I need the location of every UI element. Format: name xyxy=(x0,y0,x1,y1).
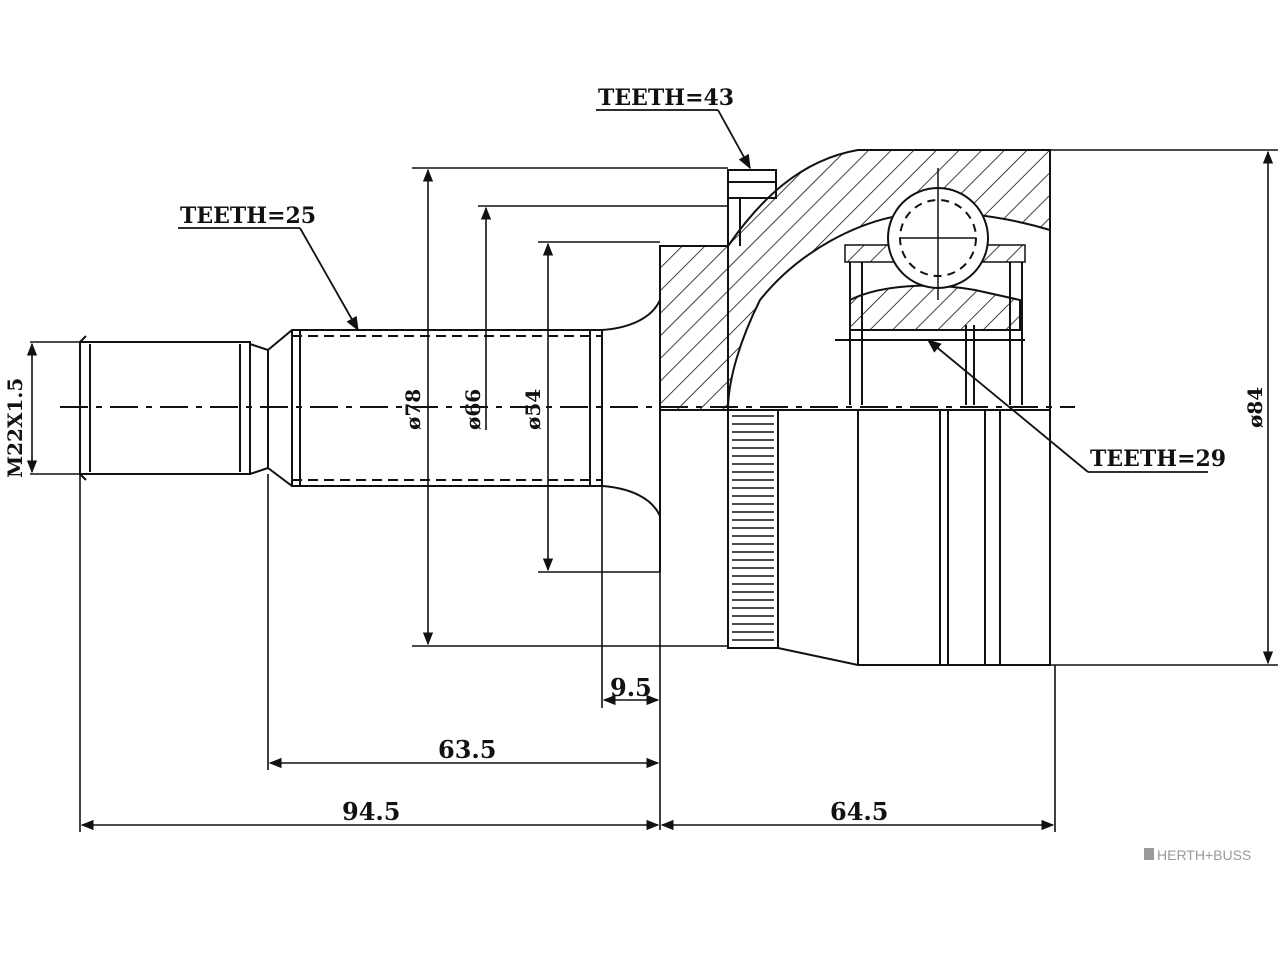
callout-leaders xyxy=(178,109,1208,473)
callout-teeth-43: TEETH=43 xyxy=(598,85,734,111)
callout-teeth-29: TEETH=29 xyxy=(1090,446,1226,472)
length-64-5-label: 64.5 xyxy=(830,797,888,826)
diameter-78-label: ø78 xyxy=(401,389,425,430)
diameter-84-label: ø84 xyxy=(1243,387,1267,428)
ball xyxy=(887,168,989,300)
diameter-66-label: ø66 xyxy=(461,389,485,430)
length-94-5-label: 94.5 xyxy=(342,797,400,826)
length-9-5-label: 9.5 xyxy=(610,673,652,702)
brand-logo: HERTH+BUSS xyxy=(1144,847,1251,863)
abs-tone-ring xyxy=(727,409,779,649)
callout-teeth-25: TEETH=25 xyxy=(180,203,316,229)
length-63-5-label: 63.5 xyxy=(438,735,496,764)
brand-logo-text: HERTH+BUSS xyxy=(1157,847,1251,863)
dimension-lines xyxy=(26,149,1278,832)
diameter-54-label: ø54 xyxy=(521,389,545,430)
housing-section-hatched xyxy=(659,149,1051,411)
thread-label: M22X1.5 xyxy=(3,378,27,478)
